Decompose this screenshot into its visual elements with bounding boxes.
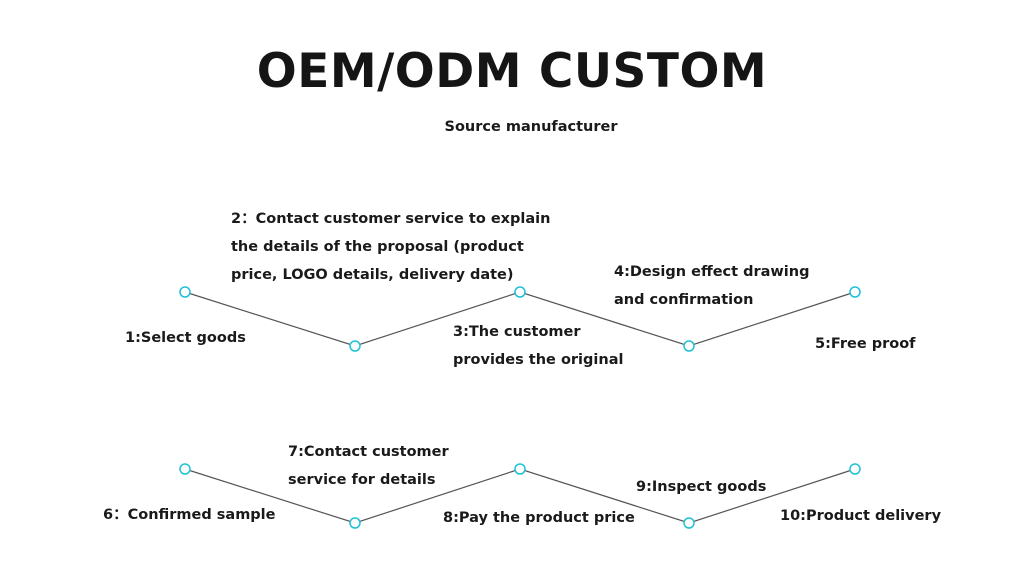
step-3-node: [514, 286, 526, 298]
page-title: OEM/ODM CUSTOM: [256, 44, 768, 99]
step-10-label: 10:Product delivery: [780, 502, 941, 530]
step-3-line-1: 3:The customer: [453, 324, 581, 340]
step-4-node: [683, 340, 695, 352]
step-1-node: [179, 286, 191, 298]
step-1-label: 1:Select goods: [125, 324, 246, 352]
step-3-line-2: provides the original: [453, 352, 624, 368]
step-9-node: [683, 517, 695, 529]
step-3-label: 3:The customer provides the original: [453, 318, 623, 374]
step-7-node: [349, 517, 361, 529]
step-4-label: 4:Design effect drawing and confirmation: [614, 258, 809, 314]
step-2-label: 2：Contact customer service to explain th…: [231, 205, 550, 289]
step-7-line-1: 7:Contact customer: [288, 444, 449, 460]
step-9-line-1: 9:Inspect goods: [636, 479, 767, 495]
step-5-label: 5:Free proof: [815, 330, 916, 358]
step-7-label: 7:Contact customer service for details: [288, 438, 449, 494]
step-2-line-1: 2：Contact customer service to explain: [231, 211, 551, 227]
step-9-label: 9:Inspect goods: [636, 473, 766, 501]
step-4-line-2: and confirmation: [614, 292, 754, 308]
step-10-node: [849, 463, 861, 475]
step-2-line-3: price, LOGO details, delivery date): [231, 267, 514, 283]
step-8-line-1: 8:Pay the product price: [443, 510, 635, 526]
step-6-label: 6：Confirmed sample: [103, 501, 276, 529]
step-8-label: 8:Pay the product price: [443, 504, 635, 532]
step-6-line-1: 6：Confirmed sample: [103, 507, 276, 523]
page-subtitle: Source manufacturer: [444, 119, 618, 135]
step-4-line-1: 4:Design effect drawing: [614, 264, 810, 280]
step-2-line-2: the details of the proposal (product: [231, 239, 524, 255]
step-10-line-1: 10:Product delivery: [780, 508, 942, 524]
step-8-node: [514, 463, 526, 475]
step-7-line-2: service for details: [288, 472, 436, 488]
step-5-line-1: 5:Free proof: [815, 336, 916, 352]
step-2-node: [349, 340, 361, 352]
step-6-node: [179, 463, 191, 475]
step-5-node: [849, 286, 861, 298]
step-1-line-1: 1:Select goods: [125, 330, 246, 346]
